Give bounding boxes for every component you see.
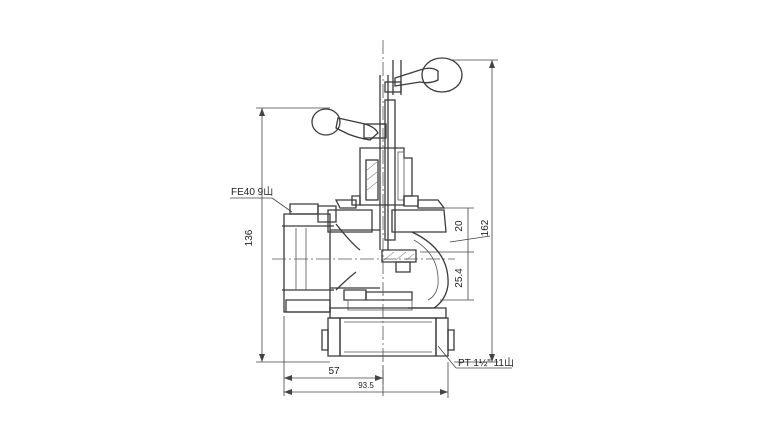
dimension-162: 162 — [450, 59, 498, 363]
inlet-connector — [282, 203, 380, 313]
dimension-136: 136 — [244, 107, 330, 363]
dim-93-5-label: 93.5 — [358, 381, 374, 390]
dim-25-4-label: 25.4 — [454, 268, 465, 288]
callout-outlet-thread: PT 1½" 11山 — [437, 345, 514, 369]
inlet-thread-label: FE40 9山 — [231, 186, 273, 198]
upper-handle — [384, 57, 463, 95]
dim-57-label: 57 — [328, 366, 340, 377]
spindle — [379, 75, 396, 250]
center-lines — [272, 40, 455, 390]
dimension-25-4: 25.4 — [440, 252, 474, 301]
valve-body — [321, 199, 455, 357]
outlet-thread-label: PT 1½" 11山 — [458, 357, 514, 369]
dimension-93-5: 93.5 — [284, 362, 449, 398]
dimension-57: 57 — [283, 316, 384, 396]
dim-136-label: 136 — [244, 229, 255, 246]
dimension-20: 20 — [420, 207, 491, 253]
dim-20-label: 20 — [454, 220, 465, 232]
lower-handle — [311, 108, 387, 141]
dim-162-label: 162 — [480, 219, 491, 236]
callout-inlet-thread: FE40 9山 — [230, 186, 293, 213]
